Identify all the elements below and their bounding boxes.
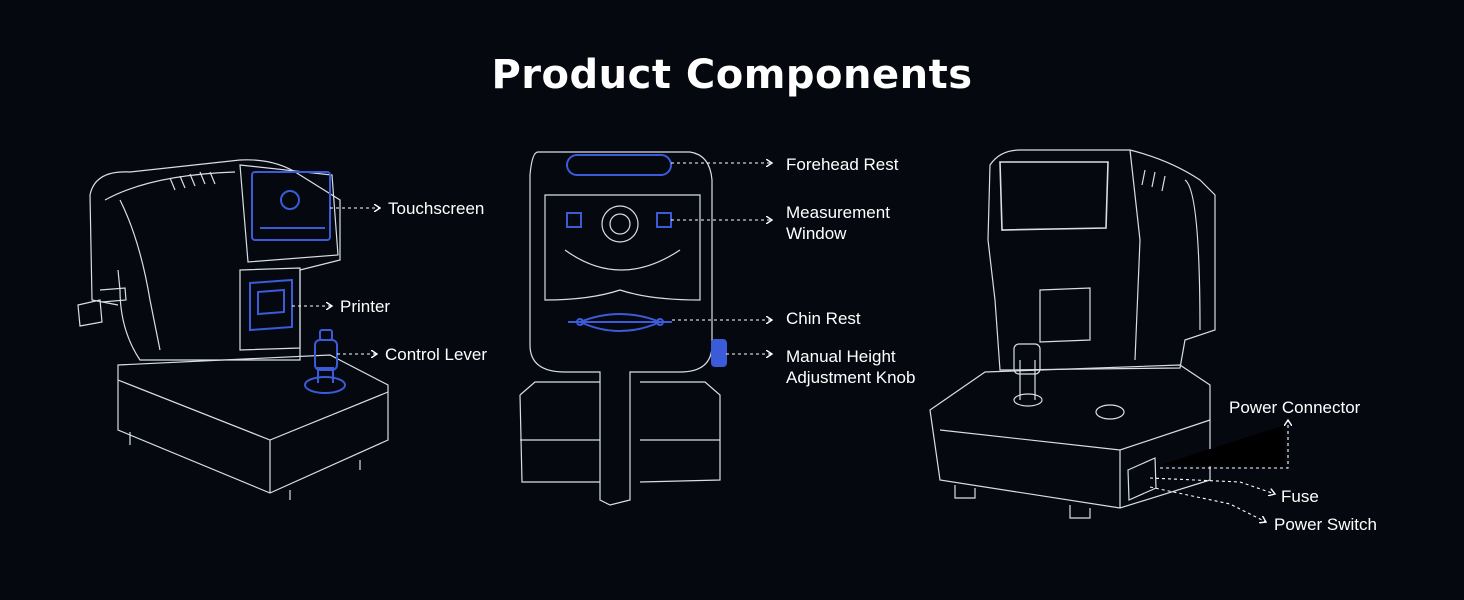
- measurement-window-label-line1: Measurement: [786, 203, 890, 222]
- device-front-view: [519, 151, 721, 506]
- control-lever-label: Control Lever: [385, 345, 488, 364]
- forehead-rest-highlight: [566, 154, 672, 176]
- measurement-window-highlight: [566, 212, 672, 228]
- height-knob-label-line1: Manual Height: [786, 347, 896, 366]
- fuse-callout-line: [1149, 477, 1275, 494]
- power-connector-label: Power Connector: [1229, 398, 1361, 417]
- printer-label: Printer: [340, 297, 391, 316]
- measurement-window-label-line2: Window: [786, 224, 847, 243]
- page-title: Product Components: [491, 52, 973, 98]
- control-lever-highlight: [304, 329, 346, 394]
- touchscreen-label: Touchscreen: [388, 199, 485, 218]
- touchscreen-highlight: [251, 171, 331, 241]
- fuse-label: Fuse: [1281, 487, 1319, 506]
- power-connector-callout-line: [1160, 420, 1288, 469]
- device-side-view: [77, 159, 389, 500]
- power-switch-label: Power Switch: [1274, 515, 1377, 534]
- printer-highlight: [249, 278, 293, 332]
- device-rear-view: [929, 149, 1216, 519]
- forehead-rest-label: Forehead Rest: [786, 155, 899, 174]
- chin-rest-highlight: [568, 313, 672, 332]
- chin-rest-label: Chin Rest: [786, 309, 861, 328]
- height-knob-highlight: [711, 339, 727, 367]
- power-switch-callout-line: [1149, 486, 1266, 522]
- power-connector-callout-shape: [1160, 425, 1285, 468]
- height-knob-label-line2: Adjustment Knob: [786, 368, 916, 387]
